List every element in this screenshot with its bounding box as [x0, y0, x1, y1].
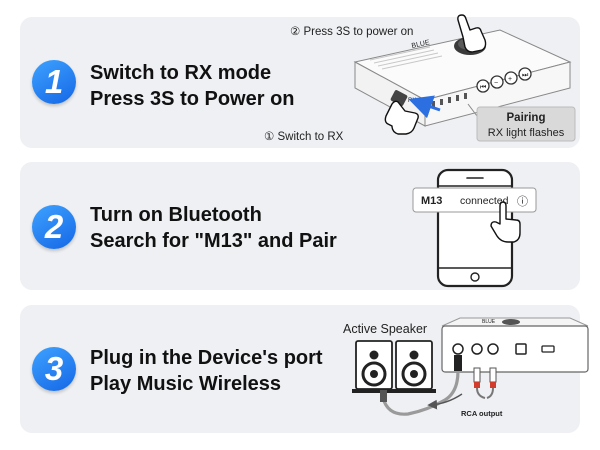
- pairing-title: Pairing: [507, 112, 546, 124]
- device-name: M13: [421, 195, 442, 207]
- step-line-2: Press 3S to Power on: [90, 88, 295, 110]
- arrow-icon: [408, 95, 441, 119]
- usb-port-icon: [541, 345, 555, 353]
- step-line-2: Search for "M13" and Pair: [90, 230, 337, 252]
- front-buttons: [476, 67, 532, 93]
- step-line-1: Plug in the Device's port: [90, 347, 323, 369]
- pairing-leader-line: [467, 103, 478, 117]
- switch-callout: ① Switch to RX: [264, 131, 344, 143]
- aux-port-icon: [452, 343, 464, 355]
- bluetooth-device-row: M13 connected ⓘ: [412, 187, 537, 213]
- step-instructions: Plug in the Device's port Play Music Wir…: [90, 345, 323, 397]
- pointing-hand-icon: [384, 100, 419, 135]
- arrow-icon: [427, 393, 463, 410]
- power-callout: ② Press 3S to power on: [290, 26, 413, 38]
- rca-left-port-icon: [471, 343, 483, 355]
- step-number-badge: 3: [32, 347, 76, 391]
- speaker-label: Active Speaker: [343, 322, 427, 336]
- pairing-subtitle: RX light flashes: [488, 127, 565, 139]
- step-line-2: Play Music Wireless: [90, 373, 282, 395]
- home-button-icon: [470, 272, 480, 282]
- speaker-right: [392, 340, 436, 393]
- rca-output-label: RCA output: [461, 409, 503, 418]
- step-instructions: Turn on Bluetooth Search for "M13" and P…: [90, 202, 337, 254]
- step-line-1: Switch to RX mode: [90, 62, 272, 84]
- device-brand-label: BLUE: [482, 319, 496, 325]
- active-speakers: [352, 340, 436, 393]
- pointing-hand-icon: [457, 14, 487, 53]
- info-icon: ⓘ: [517, 195, 528, 208]
- step-instructions: Switch to RX mode Press 3S to Power on: [90, 60, 295, 112]
- receiver-device-back: BLUE: [441, 317, 589, 373]
- connection-status: connected: [460, 195, 509, 207]
- minus-icon: −: [494, 80, 498, 87]
- pairing-callout: Pairing RX light flashes: [476, 106, 576, 142]
- tapping-hand-icon: [490, 201, 521, 243]
- next-icon: ⏭: [522, 72, 529, 79]
- optical-port-icon: [515, 343, 527, 355]
- step-line-1: Turn on Bluetooth: [90, 204, 262, 226]
- plus-icon: +: [508, 76, 512, 83]
- step-number-badge: 2: [32, 205, 76, 249]
- device-brand-label: BLUE: [411, 39, 431, 50]
- step-number-badge: 1: [32, 60, 76, 104]
- speaker-left: [352, 340, 396, 393]
- rca-plugs: [473, 367, 497, 399]
- rca-right-port-icon: [487, 343, 499, 355]
- prev-icon: ⏮: [480, 84, 486, 91]
